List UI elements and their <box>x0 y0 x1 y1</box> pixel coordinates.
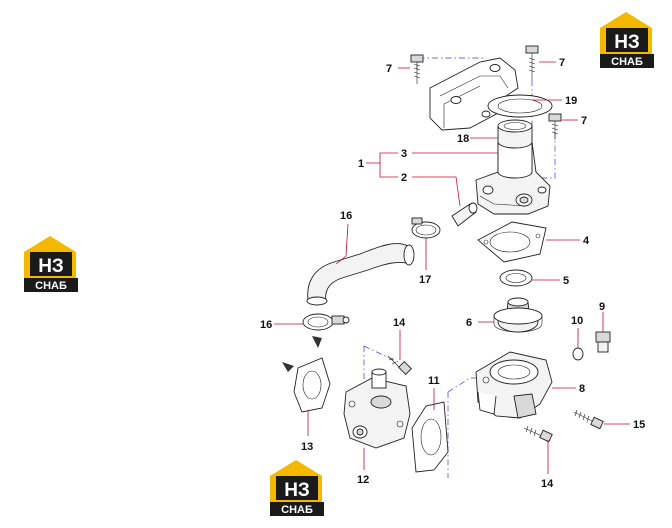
outlet-housing <box>475 141 551 215</box>
hose-nipple-2 <box>451 202 478 227</box>
callout-19: 19 <box>565 95 577 107</box>
leader-lines <box>274 61 630 474</box>
logo-left: НЗ СНАБ <box>24 236 78 292</box>
callout-7a: 7 <box>386 63 392 75</box>
callout-2: 2 <box>401 172 407 184</box>
o-ring-5 <box>499 269 533 287</box>
callout-16b: 16 <box>340 210 352 222</box>
mounting-bracket <box>429 57 519 131</box>
hose-clamp-17 <box>411 217 441 239</box>
logo-top-right: НЗ СНАБ <box>600 12 654 68</box>
callout-15: 15 <box>633 419 645 431</box>
thermostat-6 <box>493 297 543 333</box>
gasket-13 <box>293 357 331 413</box>
bolt-14b <box>523 425 553 443</box>
callout-4: 4 <box>583 235 590 247</box>
callout-17: 17 <box>419 274 431 286</box>
callout-14a: 14 <box>393 317 406 329</box>
callout-14b: 14 <box>541 478 554 490</box>
callout-11: 11 <box>428 375 440 387</box>
callout-9: 9 <box>599 301 605 313</box>
callout-16a: 16 <box>260 319 272 331</box>
logo-main-text: НЗ <box>614 32 640 53</box>
callout-3: 3 <box>401 148 407 160</box>
callout-5: 5 <box>563 275 569 287</box>
callout-labels: 1 2 3 4 5 6 7 7 7 8 9 10 11 12 13 14 14 … <box>260 57 645 490</box>
callout-7b: 7 <box>559 57 565 69</box>
thermostat-housing-8 <box>475 351 553 419</box>
callout-10: 10 <box>571 315 583 327</box>
logo-sub-text: СНАБ <box>35 280 67 292</box>
callout-1: 1 <box>358 158 364 170</box>
callout-7c: 7 <box>581 115 587 127</box>
inlet-housing-12 <box>343 368 411 449</box>
logo-bottom: НЗ СНАБ <box>270 460 324 516</box>
gasket-4 <box>477 221 547 263</box>
callout-6: 6 <box>466 317 472 329</box>
logo-main-text: НЗ <box>38 256 64 277</box>
bolt-7b <box>525 45 539 80</box>
flow-arrow-icons <box>282 336 322 372</box>
callout-13: 13 <box>301 441 313 453</box>
hose-clamp-16 <box>302 313 350 331</box>
callout-18: 18 <box>457 133 469 145</box>
callout-8: 8 <box>579 383 585 395</box>
bolt-7c <box>548 113 562 140</box>
o-ring-10 <box>572 347 584 361</box>
logo-sub-text: СНАБ <box>281 504 313 516</box>
logo-sub-text: СНАБ <box>611 56 643 68</box>
bolt-7a <box>410 54 424 84</box>
bypass-hose-16 <box>306 243 415 306</box>
gasket-11 <box>411 401 449 473</box>
plug-9 <box>595 331 611 353</box>
bolt-14a <box>387 355 413 376</box>
logo-main-text: НЗ <box>284 480 310 501</box>
callout-12: 12 <box>357 474 369 486</box>
gasket-19 <box>487 94 553 118</box>
bolt-15 <box>573 409 604 430</box>
